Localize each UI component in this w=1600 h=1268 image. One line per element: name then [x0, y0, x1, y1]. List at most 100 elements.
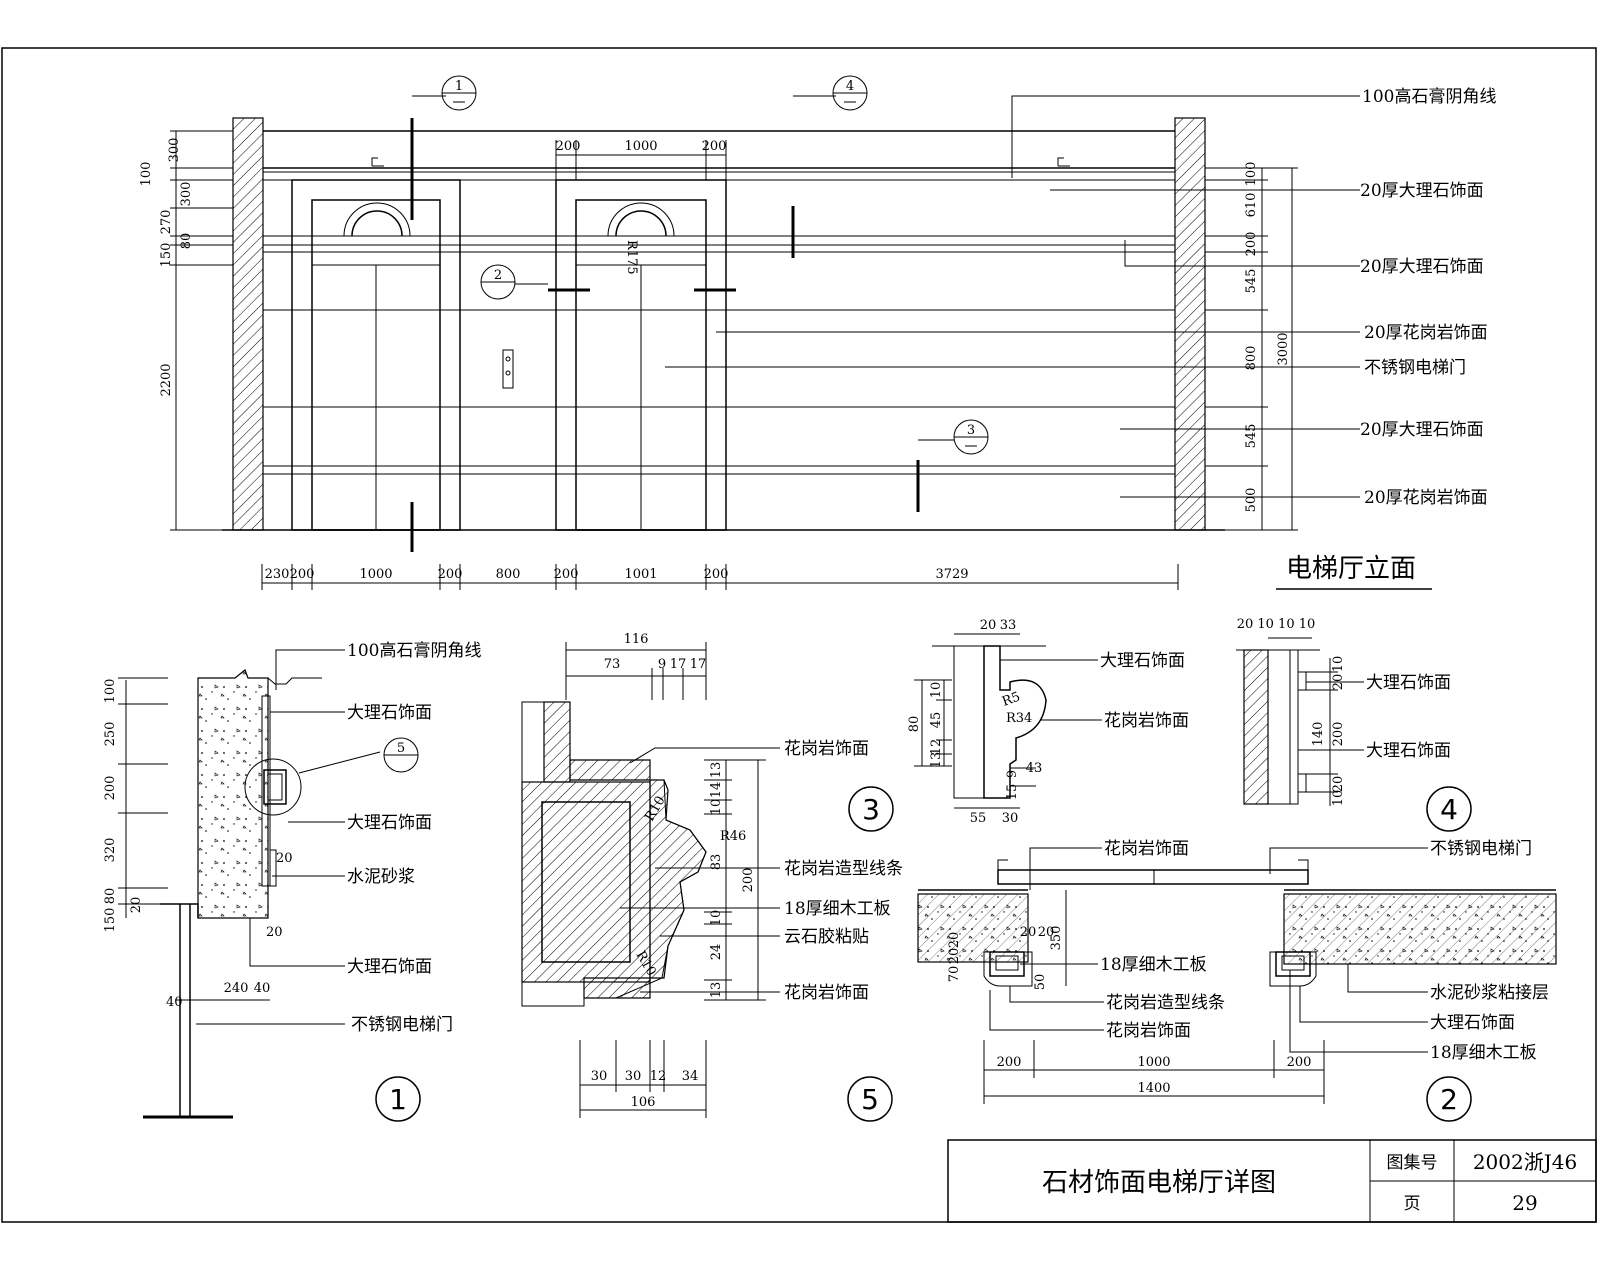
svg-text:83: 83 [709, 854, 724, 871]
detail-1-number-circle [375, 1076, 421, 1122]
svg-text:545: 545 [1244, 269, 1259, 294]
svg-text:20 10 10 10: 20 10 10 10 [1237, 617, 1316, 632]
svg-text:1: 1 [389, 1083, 407, 1116]
callout-door: 不锈钢电梯门 [1364, 358, 1466, 378]
svg-text:150: 150 [159, 243, 174, 268]
page-number: 29 [1512, 1191, 1537, 1215]
detail-1: 5 100 250 200 320 80 150 20 20 20 40 240… [103, 640, 481, 1122]
svg-text:200: 200 [554, 567, 579, 582]
svg-text:18厚细木工板: 18厚细木工板 [1430, 1043, 1537, 1063]
atlas-number-value: 2002浙J46 [1473, 1150, 1577, 1174]
svg-text:200: 200 [1331, 722, 1346, 747]
svg-text:9: 9 [658, 657, 666, 672]
svg-text:花岗岩饰面: 花岗岩饰面 [1104, 839, 1189, 859]
svg-text:200: 200 [438, 567, 463, 582]
svg-text:13: 13 [929, 752, 944, 769]
svg-text:116: 116 [624, 632, 649, 647]
detail-5: R10 R46 R10 116 73 9 17 17 [521, 632, 903, 1122]
svg-text:18厚细木工板: 18厚细木工板 [1100, 955, 1207, 975]
svg-text:30: 30 [625, 1069, 642, 1084]
svg-text:40: 40 [166, 995, 183, 1010]
call-button-panel [502, 349, 514, 389]
svg-text:2200: 2200 [159, 363, 174, 396]
drawing-title: 石材饰面电梯厅详图 [1042, 1168, 1276, 1198]
callout-granite-1: 20厚花岗岩饰面 [1364, 323, 1488, 343]
svg-text:80: 80 [179, 233, 194, 250]
svg-text:230: 230 [265, 567, 290, 582]
svg-text:45: 45 [929, 712, 944, 729]
svg-text:20: 20 [980, 618, 997, 633]
svg-text:大理石饰面: 大理石饰面 [1366, 741, 1451, 761]
svg-text:不锈钢电梯门: 不锈钢电梯门 [351, 1015, 453, 1035]
svg-text:20: 20 [1038, 925, 1055, 940]
svg-text:200: 200 [556, 139, 581, 154]
callout-cornice: 100高石膏阴角线 [1362, 86, 1496, 107]
svg-text:20: 20 [129, 897, 144, 914]
svg-text:10: 10 [709, 910, 724, 927]
svg-text:2: 2 [494, 268, 502, 283]
svg-text:1000: 1000 [624, 139, 657, 154]
svg-text:大理石饰面: 大理石饰面 [1430, 1013, 1515, 1033]
svg-text:100: 100 [1244, 162, 1259, 187]
svg-text:200: 200 [997, 1055, 1022, 1070]
svg-text:1001: 1001 [624, 567, 657, 582]
svg-text:200: 200 [103, 776, 118, 801]
elevation-title: 电梯厅立面 [1286, 554, 1416, 584]
svg-text:20: 20 [266, 925, 283, 940]
svg-text:20: 20 [947, 932, 962, 949]
callout-marble-3: 20厚大理石饰面 [1360, 420, 1484, 440]
svg-text:200: 200 [1244, 232, 1259, 257]
svg-text:300: 300 [167, 138, 182, 163]
svg-text:10: 10 [1331, 656, 1346, 673]
svg-text:3: 3 [967, 423, 975, 438]
svg-text:55: 55 [970, 811, 987, 826]
svg-text:12: 12 [650, 1069, 667, 1084]
svg-text:200: 200 [741, 868, 756, 893]
svg-text:云石胶粘贴: 云石胶粘贴 [784, 927, 869, 947]
svg-text:240: 240 [224, 981, 249, 996]
svg-text:不锈钢电梯门: 不锈钢电梯门 [1430, 839, 1532, 859]
svg-text:15: 15 [1005, 784, 1020, 801]
svg-text:水泥砂浆: 水泥砂浆 [347, 867, 415, 887]
svg-text:1000: 1000 [1137, 1055, 1170, 1070]
svg-text:10: 10 [1331, 790, 1346, 807]
detail-4: 20 10 10 10 10 20 140 200 10 20 大理石饰面 大理… [1236, 617, 1472, 832]
svg-text:140: 140 [1311, 722, 1326, 747]
svg-text:花岗岩饰面: 花岗岩饰面 [1104, 711, 1189, 731]
detail-3-number-circle [848, 786, 894, 832]
detail-2-number-circle [1426, 1076, 1472, 1122]
radius-label: R175 [624, 240, 639, 275]
svg-text:800: 800 [1244, 346, 1259, 371]
svg-text:350: 350 [1049, 926, 1064, 951]
section-mark-2: 2 [480, 264, 548, 300]
svg-text:270: 270 [159, 210, 174, 235]
svg-text:1400: 1400 [1137, 1081, 1170, 1096]
svg-text:5: 5 [861, 1083, 879, 1116]
elevation-view: R175 1 4 [139, 75, 1496, 590]
left-wall [232, 117, 264, 531]
detail-3: R5 R34 20 33 10 45 80 12 13 9 43 15 55 3… [848, 618, 1189, 832]
svg-text:大理石饰面: 大理石饰面 [347, 813, 432, 833]
svg-text:1: 1 [455, 79, 463, 94]
atlas-number-label: 图集号 [1387, 1153, 1438, 1173]
section-mark-3: 3 [918, 419, 989, 455]
svg-text:800: 800 [496, 567, 521, 582]
svg-text:花岗岩造型线条: 花岗岩造型线条 [1106, 993, 1225, 1013]
svg-text:100: 100 [139, 162, 154, 187]
svg-text:70: 70 [947, 966, 962, 983]
svg-text:2: 2 [1440, 1083, 1458, 1116]
svg-text:水泥砂浆粘接层: 水泥砂浆粘接层 [1430, 983, 1549, 1003]
svg-text:250: 250 [103, 722, 118, 747]
svg-text:200: 200 [704, 567, 729, 582]
svg-text:10: 10 [709, 799, 724, 816]
svg-text:大理石饰面: 大理石饰面 [1100, 651, 1185, 671]
svg-text:320: 320 [103, 838, 118, 863]
page-label: 页 [1404, 1194, 1421, 1214]
svg-text:大理石饰面: 大理石饰面 [347, 957, 432, 977]
svg-text:花岗岩饰面: 花岗岩饰面 [1106, 1021, 1191, 1041]
sheet-border [1, 47, 1597, 1223]
svg-text:17: 17 [690, 657, 707, 672]
svg-text:18厚细木工板: 18厚细木工板 [784, 899, 891, 919]
svg-text:545: 545 [1244, 424, 1259, 449]
